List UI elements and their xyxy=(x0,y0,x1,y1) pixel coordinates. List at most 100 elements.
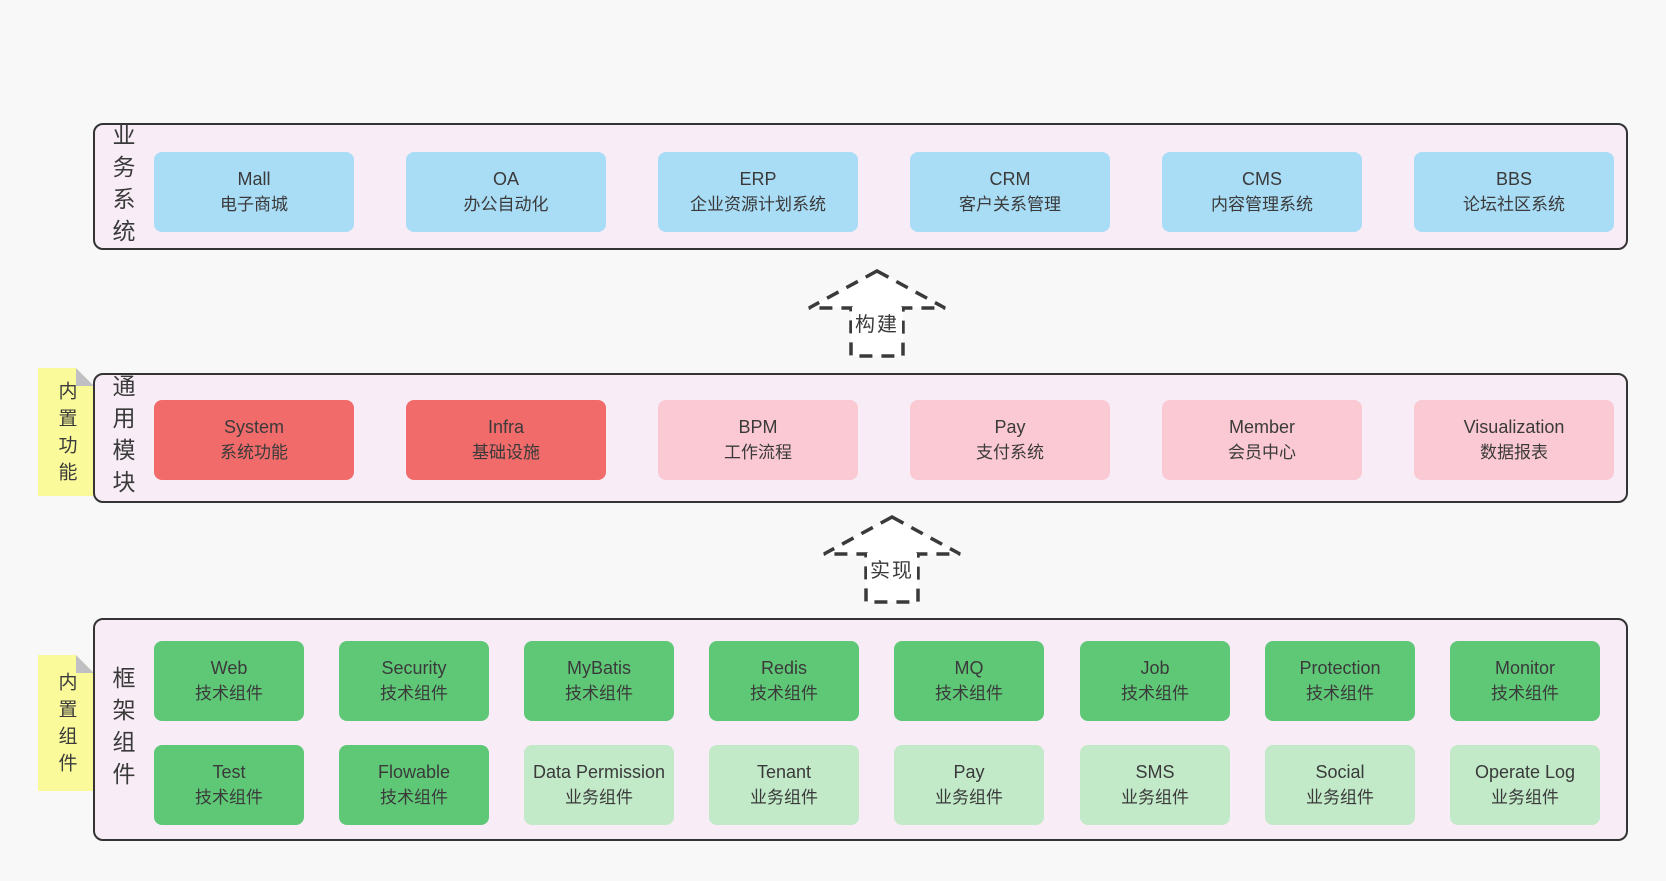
module-box-pay: Pay 支付系统 xyxy=(910,400,1110,480)
module-box-visualization: Visualization 数据报表 xyxy=(1414,400,1614,480)
box-desc: 技术组件 xyxy=(1306,684,1374,703)
module-box-erp: ERP 企业资源计划系统 xyxy=(658,152,858,232)
box-desc: 工作流程 xyxy=(724,443,792,462)
box-name: Social xyxy=(1315,762,1365,782)
box-name: Redis xyxy=(760,658,808,678)
box-name: Pay xyxy=(953,762,985,782)
arrow-label: 构建 xyxy=(852,307,902,338)
box-desc: 企业资源计划系统 xyxy=(690,195,826,214)
box-name: Test xyxy=(212,762,246,782)
component-box-tenant: Tenant 业务组件 xyxy=(709,745,859,825)
box-desc: 技术组件 xyxy=(1491,684,1559,703)
box-desc: 支付系统 xyxy=(976,443,1044,462)
module-box-mall: Mall 电子商城 xyxy=(154,152,354,232)
box-name: Data Permission xyxy=(532,762,666,782)
box-name: MQ xyxy=(954,658,984,678)
component-box-social: Social 业务组件 xyxy=(1265,745,1415,825)
section-label: 通用模块 xyxy=(109,374,135,502)
box-name: BPM xyxy=(738,417,778,437)
note-label: 内置功能 xyxy=(55,381,77,489)
arrow-build: 构建 xyxy=(806,268,948,360)
box-name: Mall xyxy=(237,169,271,189)
box-desc: 技术组件 xyxy=(750,684,818,703)
box-name: Flowable xyxy=(377,762,451,782)
component-box-security: Security 技术组件 xyxy=(339,641,489,721)
box-desc: 系统功能 xyxy=(220,443,288,462)
arrow-implement: 实现 xyxy=(821,514,963,606)
box-desc: 会员中心 xyxy=(1228,443,1296,462)
sticky-note-built-in-features: 内置功能 xyxy=(38,368,94,496)
section-label: 框架组件 xyxy=(109,665,135,794)
box-desc: 业务组件 xyxy=(565,788,633,807)
box-name: MyBatis xyxy=(566,658,631,678)
box-desc: 技术组件 xyxy=(935,684,1003,703)
note-fold-icon xyxy=(76,655,94,673)
box-desc: 技术组件 xyxy=(1121,684,1189,703)
arrow-label: 实现 xyxy=(867,553,917,584)
box-name: Job xyxy=(1140,658,1170,678)
box-name: SMS xyxy=(1135,762,1175,782)
note-fold-icon xyxy=(76,368,94,386)
component-box-test: Test 技术组件 xyxy=(154,745,304,825)
box-desc: 业务组件 xyxy=(1121,788,1189,807)
component-box-operate-log: Operate Log 业务组件 xyxy=(1450,745,1600,825)
box-name: Member xyxy=(1228,417,1295,437)
box-name: Infra xyxy=(487,417,525,437)
box-desc: 业务组件 xyxy=(935,788,1003,807)
box-desc: 技术组件 xyxy=(380,684,448,703)
box-name: Security xyxy=(381,658,447,678)
module-box-member: Member 会员中心 xyxy=(1162,400,1362,480)
box-desc: 技术组件 xyxy=(195,684,263,703)
component-box-protection: Protection 技术组件 xyxy=(1265,641,1415,721)
box-desc: 技术组件 xyxy=(380,788,448,807)
note-label: 内置组件 xyxy=(55,672,77,780)
box-desc: 基础设施 xyxy=(472,443,540,462)
box-desc: 内容管理系统 xyxy=(1211,195,1313,214)
component-box-web: Web 技术组件 xyxy=(154,641,304,721)
box-name: Tenant xyxy=(756,762,812,782)
box-name: Web xyxy=(210,658,248,678)
component-box-mq: MQ 技术组件 xyxy=(894,641,1044,721)
box-name: Pay xyxy=(994,417,1026,437)
sticky-note-built-in-components: 内置组件 xyxy=(38,655,94,791)
section-business-systems: 业务系统 Mall 电子商城 OA 办公自动化 ERP 企业资源计划系统 CRM… xyxy=(93,122,1628,251)
component-box-mybatis: MyBatis 技术组件 xyxy=(524,641,674,721)
module-box-system: System 系统功能 xyxy=(154,400,354,480)
box-name: Visualization xyxy=(1463,417,1565,437)
component-box-data-permission: Data Permission 业务组件 xyxy=(524,745,674,825)
component-box-monitor: Monitor 技术组件 xyxy=(1450,641,1600,721)
box-desc: 业务组件 xyxy=(1306,788,1374,807)
box-desc: 数据报表 xyxy=(1480,443,1548,462)
component-box-pay: Pay 业务组件 xyxy=(894,745,1044,825)
box-name: Protection xyxy=(1299,658,1381,678)
box-desc: 业务组件 xyxy=(1491,788,1559,807)
box-name: OA xyxy=(492,169,519,189)
box-desc: 论坛社区系统 xyxy=(1463,195,1565,214)
box-name: Monitor xyxy=(1494,658,1556,678)
section-framework-components: 框架组件 Web 技术组件 Security 技术组件 MyBatis 技术组件… xyxy=(93,618,1628,841)
box-name: ERP xyxy=(739,169,777,189)
box-name: CRM xyxy=(989,169,1031,189)
module-box-oa: OA 办公自动化 xyxy=(406,152,606,232)
box-desc: 业务组件 xyxy=(750,788,818,807)
box-desc: 技术组件 xyxy=(565,684,633,703)
module-box-bpm: BPM 工作流程 xyxy=(658,400,858,480)
box-desc: 电子商城 xyxy=(220,195,288,214)
component-box-sms: SMS 业务组件 xyxy=(1080,745,1230,825)
module-box-infra: Infra 基础设施 xyxy=(406,400,606,480)
box-desc: 客户关系管理 xyxy=(959,195,1061,214)
box-desc: 办公自动化 xyxy=(463,195,549,214)
module-box-bbs: BBS 论坛社区系统 xyxy=(1414,152,1614,232)
box-name: CMS xyxy=(1242,169,1282,189)
component-box-flowable: Flowable 技术组件 xyxy=(339,745,489,825)
component-box-redis: Redis 技术组件 xyxy=(709,641,859,721)
section-label: 业务系统 xyxy=(109,122,135,251)
box-name: BBS xyxy=(1495,169,1533,189)
section-common-modules: 通用模块 System 系统功能 Infra 基础设施 BPM 工作流程 Pay… xyxy=(93,373,1628,503)
box-name: Operate Log xyxy=(1474,762,1576,782)
box-name: System xyxy=(223,417,284,437)
module-box-crm: CRM 客户关系管理 xyxy=(910,152,1110,232)
box-desc: 技术组件 xyxy=(195,788,263,807)
component-box-job: Job 技术组件 xyxy=(1080,641,1230,721)
